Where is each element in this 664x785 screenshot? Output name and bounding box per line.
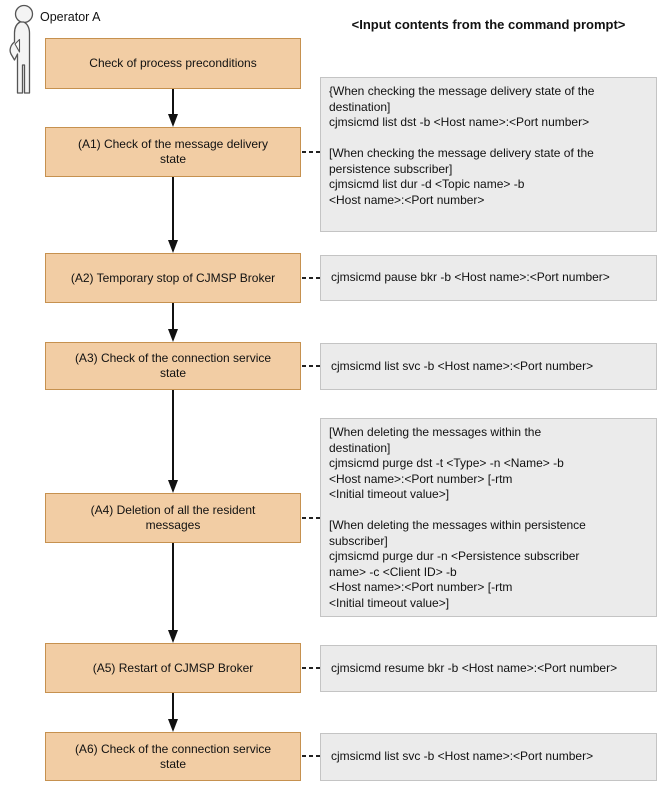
dashed-connector-a6: [302, 755, 320, 757]
flow-arrow-down-icon: [167, 390, 179, 493]
flow-step-a6: (A6) Check of the connection service sta…: [45, 732, 301, 781]
flow-step-a5: (A5) Restart of CJMSP Broker: [45, 643, 301, 693]
command-box-a6: cjmsicmd list svc -b <Host name>:<Port n…: [320, 733, 657, 781]
flow-step-a2: (A2) Temporary stop of CJMSP Broker: [45, 253, 301, 303]
operator-person-icon: [6, 4, 40, 102]
command-box-a5: cjmsicmd resume bkr -b <Host name>:<Port…: [320, 645, 657, 692]
dashed-connector-a2: [302, 277, 320, 279]
dashed-connector-a3: [302, 365, 320, 367]
flow-arrow-down-icon: [167, 89, 179, 127]
flow-step-start: Check of process preconditions: [45, 38, 301, 89]
command-box-a2: cjmsicmd pause bkr -b <Host name>:<Port …: [320, 255, 657, 301]
dashed-connector-a5: [302, 667, 320, 669]
command-column-header: <Input contents from the command prompt>: [351, 17, 626, 32]
dashed-connector-a4: [302, 517, 320, 519]
flow-arrow-down-icon: [167, 543, 179, 643]
flow-step-a1: (A1) Check of the message delivery state: [45, 127, 301, 177]
dashed-connector-a1: [302, 151, 320, 153]
flow-arrow-down-icon: [167, 177, 179, 253]
flow-arrow-down-icon: [167, 303, 179, 342]
flow-arrow-down-icon: [167, 693, 179, 732]
command-box-a4: [When deleting the messages within the d…: [320, 418, 657, 617]
flow-step-a3: (A3) Check of the connection service sta…: [45, 342, 301, 390]
operator-label: Operator A: [40, 10, 101, 24]
command-box-a3: cjmsicmd list svc -b <Host name>:<Port n…: [320, 343, 657, 390]
flow-step-a4: (A4) Deletion of all the resident messag…: [45, 493, 301, 543]
command-box-a1: {When checking the message delivery stat…: [320, 77, 657, 232]
